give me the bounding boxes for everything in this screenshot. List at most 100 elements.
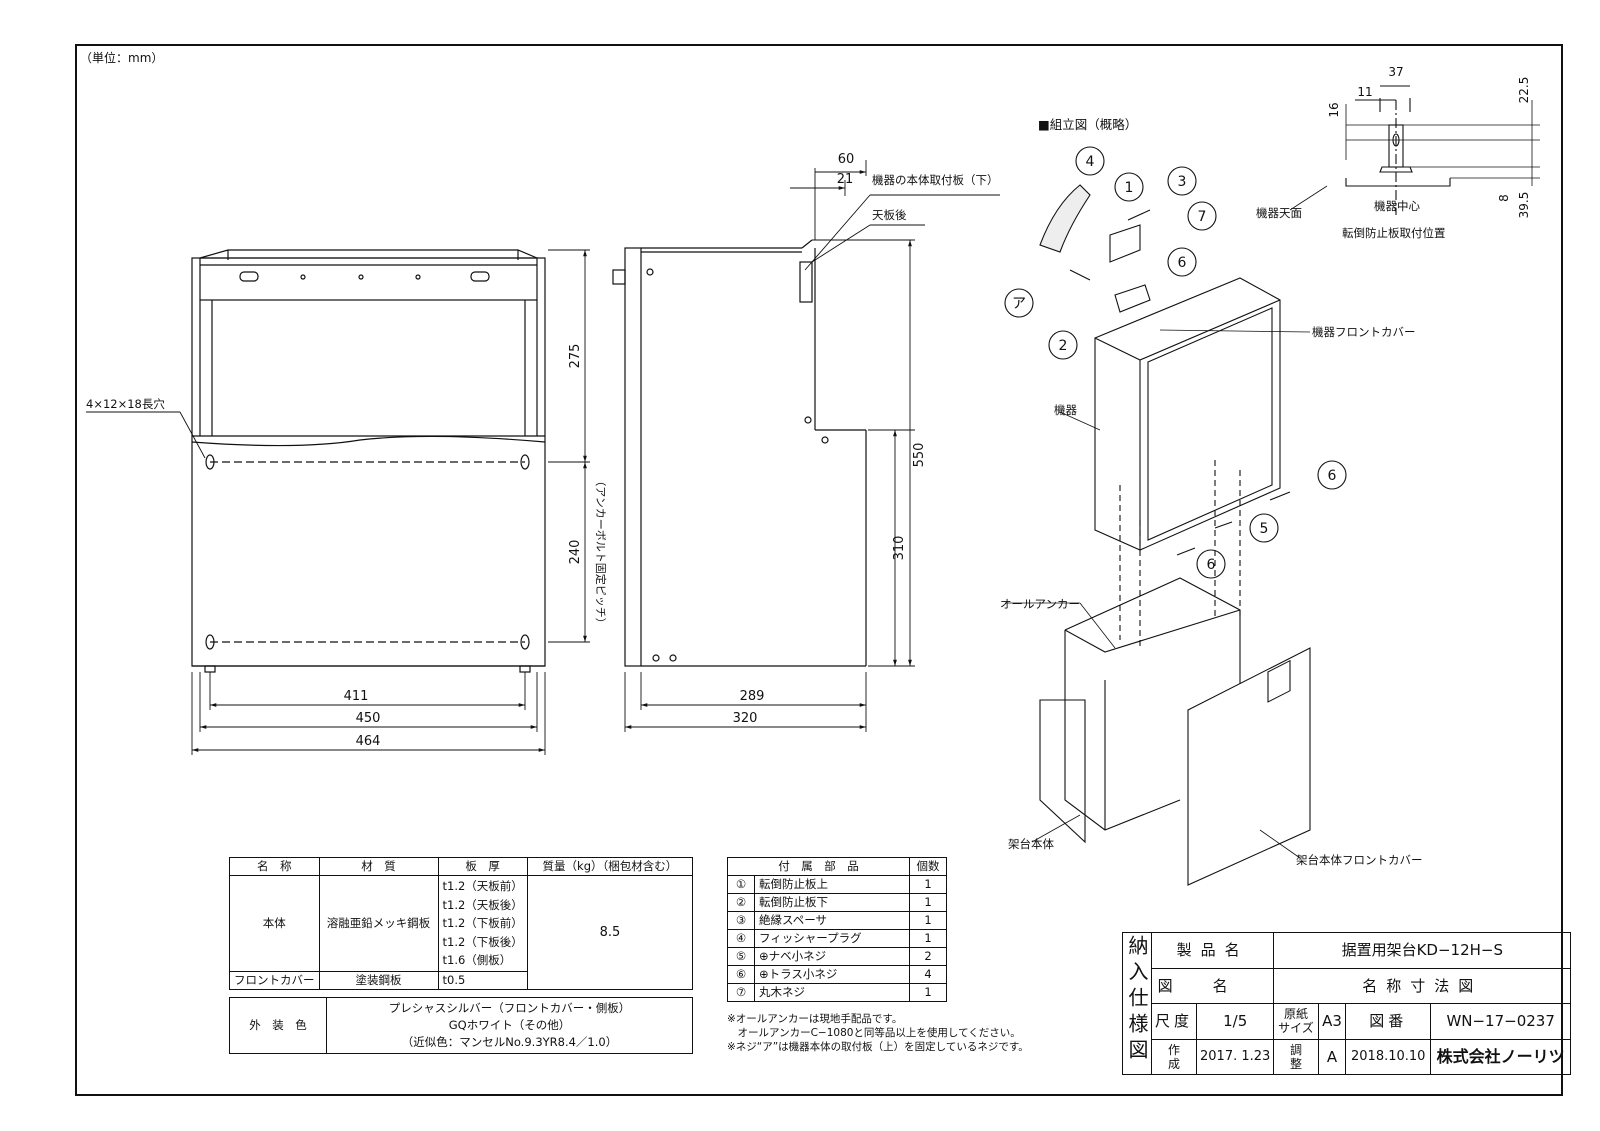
part-no: ⑦ [727,983,755,1002]
anchor-pitch-label: （アンカーボルト固定ピッチ） [594,475,608,629]
spec-header-thickness: 板 厚 [437,857,528,876]
spec-drawing-side-label: 納入仕様図 [1122,932,1152,1075]
callout-6: 6 [1207,557,1216,573]
side-label-text: 納入仕様図 [1125,935,1149,1065]
spec-table: 名 称 材 質 板 厚 質量（kg）（梱包材含む） 本体 溶融亜鉛メッキ鋼板 t… [229,857,694,990]
part-qty: 1 [909,911,947,930]
revision: A [1317,1038,1347,1075]
revised-label-1: 調 [1289,1042,1302,1057]
title-block-table: 納入仕様図 製品名 据置用架台KD−12H−S 図名 名称寸法図 尺度 1/5 … [1122,932,1572,1075]
created-date: 2017. 1.23 [1196,1038,1275,1075]
body-material: 溶融亜鉛メッキ鋼板 [318,875,439,972]
color-label: 外 装 色 [229,997,327,1054]
top-detail [1289,85,1540,215]
drawing-no: WN−17−0237 [1430,1003,1572,1040]
color-line: GQホワイト（その他） [448,1018,571,1032]
part-no: ⑥ [727,965,755,984]
created-label-2: 成 [1168,1056,1181,1071]
thickness-row: t1.2（下板後） [442,934,523,949]
product-name-label: 製品名 [1150,932,1275,969]
revised-date: 2018.10.10 [1345,1038,1432,1075]
lower-plate-label: 機器の本体取付板（下） [872,173,999,187]
dim-289: 289 [740,689,765,704]
dim-37: 37 [1388,65,1403,79]
dim-310: 310 [892,536,907,561]
part-name: ⊕トラス小ネジ [754,965,910,984]
dim-550: 550 [912,443,927,468]
callout-2: 2 [1059,338,1068,354]
part-no: ② [727,893,755,912]
stand-body-label: 架台本体 [1008,837,1054,851]
paper-label-1: 原紙 [1283,1007,1308,1022]
dim-11: 11 [1357,85,1372,99]
dimension-labels: 411 450 464 275 240 （アンカーボルト固定ピッチ） 60 21… [344,65,1531,749]
dim-411: 411 [344,689,369,704]
cover-thickness: t0.5 [437,970,528,990]
thickness-row: t1.2（天板後） [442,897,523,912]
part-qty: 1 [909,929,947,948]
paper-size: A3 [1317,1003,1347,1040]
top-rear-label: 天板後 [872,208,907,222]
revised-label-2: 整 [1289,1056,1302,1071]
thickness-row: t1.2（天板前） [442,879,523,893]
part-name: フィッシャープラグ [754,929,910,948]
color-table: 外 装 色 プレシャスシルバー（フロントカバー・側板） GQホワイト（その他） … [229,997,693,1054]
cover-name: フロントカバー [229,970,320,990]
revised-label: 調整 [1273,1038,1319,1075]
note-line: オールアンカーC−1080と同等品以上を使用してください。 [727,1027,1021,1039]
front-view [191,249,546,673]
paper-size-label: 原紙サイズ [1273,1003,1319,1040]
assembly-drawing [1004,146,1347,886]
color-line: プレシャスシルバー（フロントカバー・側板） [388,1001,631,1015]
part-no: ⑤ [727,947,755,966]
created-label-1: 作 [1168,1042,1181,1057]
created-label: 作成 [1150,1038,1198,1075]
dim-8: 8 [1497,194,1511,202]
paper-label-2: サイズ [1278,1021,1314,1036]
parts-header-name: 付 属 部 品 [727,857,910,876]
part-name: 丸木ネジ [754,983,910,1002]
dim-39-5: 39.5 [1517,192,1531,219]
drawing-name: 名称寸法図 [1273,967,1572,1004]
color-lines: プレシャスシルバー（フロントカバー・側板） GQホワイト（その他） （近似色：マ… [326,997,693,1054]
part-qty: 4 [909,965,947,984]
dim-320: 320 [733,711,758,726]
body-thickness-list: t1.2（天板前） t1.2（天板後） t1.2（下板前） t1.2（下板後） … [437,875,528,972]
note-line: ※オールアンカーは現地手配品です。 [727,1013,903,1025]
part-qty: 2 [909,947,947,966]
spec-header-material: 材 質 [318,857,439,876]
anchor-hole [520,634,530,650]
anchor-hole [205,454,215,470]
dim-275: 275 [568,344,583,369]
part-name: 転倒防止板上 [754,875,910,894]
title-block: 納入仕様図 製品名 据置用架台KD−12H−S 図名 名称寸法図 尺度 1/5 … [1122,932,1572,1075]
dim-21: 21 [837,172,854,187]
cover-material: 塗装鋼板 [318,970,439,990]
part-name: 転倒防止板下 [754,893,910,912]
dim-450: 450 [356,711,381,726]
scale-label: 尺度 [1150,1003,1198,1040]
drawing-no-label: 図番 [1345,1003,1432,1040]
callout-4: 4 [1086,154,1095,170]
dim-60: 60 [838,152,855,167]
color-line: （近似色：マンセルNo.9.3YR8.4／1.0） [401,1035,618,1049]
anchor-hole [205,634,215,650]
thickness-row: t1.2（下板前） [442,916,523,930]
part-no: ④ [727,929,755,948]
parts-header-qty: 個数 [909,857,947,876]
side-dimensions [624,160,1000,732]
unit-label: （単位：mm） [80,51,164,65]
top-surface-label: 機器天面 [1256,206,1302,220]
callout-a: ア [1012,296,1026,312]
notes: ※オールアンカーは現地手配品です。 オールアンカーC−1080と同等品以上を使用… [727,1012,1029,1054]
dim-464: 464 [356,734,381,749]
stand-cover-label: 架台本体フロントカバー [1296,853,1423,867]
assembly-title: ■組立図（概略） [1038,117,1138,132]
